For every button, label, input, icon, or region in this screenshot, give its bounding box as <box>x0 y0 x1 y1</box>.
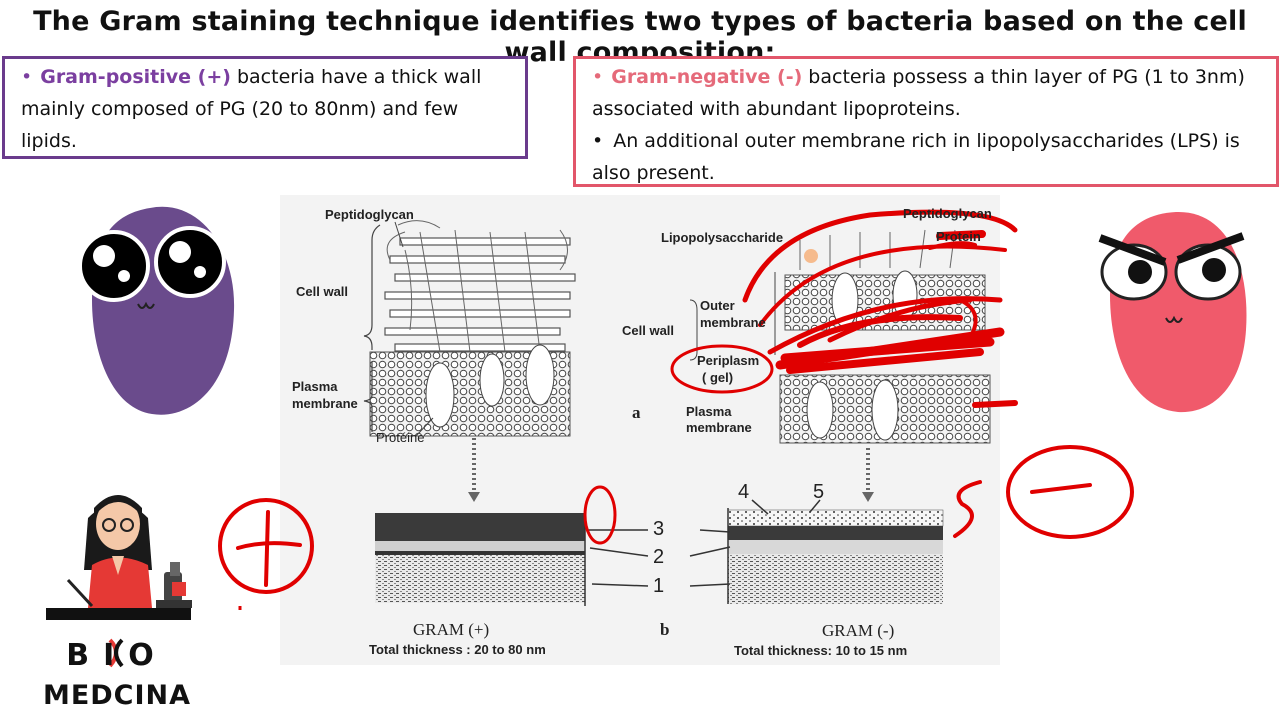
gram-negative-box: • Gram-negative (-) bacteria possess a th… <box>573 56 1279 187</box>
cursor-highlight-icon <box>804 249 818 263</box>
minus-annotation-icon <box>953 445 1134 539</box>
logo-line-1: BIO <box>66 638 168 673</box>
label-number-1: 1 <box>653 575 665 597</box>
gram-negative-wall-drawing <box>689 229 991 444</box>
label-cell-wall-right: Cell wall <box>622 323 675 338</box>
label-number-3: 3 <box>653 518 665 540</box>
red-scribble-annotation <box>670 209 1018 408</box>
scientist-illustration <box>46 495 192 620</box>
gram-negative-paragraph-1: • Gram-negative (-) bacteria possess a th… <box>592 61 1264 125</box>
gram-negative-cross-section <box>727 508 944 604</box>
gram-negative-text: bacteria possess a thin layer of PG (1 t… <box>592 66 1245 120</box>
gram-negative-bacterium-character <box>1098 211 1247 413</box>
bullet-icon: • <box>21 66 33 88</box>
biomedcina-logo: BIO MEDCINA <box>42 636 192 716</box>
bullet-icon: • <box>592 66 604 88</box>
label-cell-wall-left: Cell wall <box>296 284 349 299</box>
label-outer-2: membrane <box>700 315 766 330</box>
gram-positive-wall-drawing <box>363 220 576 437</box>
arrow-head-icon <box>862 492 874 502</box>
gram-negative-term: Gram-negative (-) <box>611 66 803 88</box>
logo-line-2: MEDCINA <box>42 680 192 711</box>
gram-negative-thickness: Total thickness: 10 to 15 nm <box>734 643 908 658</box>
page-title: The Gram staining technique identifies t… <box>33 6 1247 68</box>
gram-negative-paragraph-2: •An additional outer membrane rich in li… <box>592 125 1264 189</box>
label-proteine: Protéine <box>376 430 425 445</box>
gram-positive-text: bacteria have a thick wall mainly compos… <box>21 66 482 152</box>
label-plasma-left-1: Plasma <box>292 379 338 394</box>
gram-positive-caption: GRAM (+) <box>413 620 490 639</box>
gram-positive-bacterium-character <box>78 206 235 415</box>
label-lipopolysaccharide: Lipopolysaccharide <box>661 230 784 245</box>
red-circle-annotation <box>583 485 617 545</box>
label-outer-1: Outer <box>700 298 735 313</box>
gram-negative-bullet2: An additional outer membrane rich in lip… <box>592 130 1240 184</box>
label-protein: Protein <box>936 229 981 244</box>
label-panel-a: a <box>632 403 641 422</box>
label-peptidoglycan-right: Peptidoglycan <box>903 206 992 221</box>
label-plasma-left-2: membrane <box>292 396 358 411</box>
label-number-4: 4 <box>738 481 750 503</box>
label-periplasm-2: ( gel) <box>702 370 734 385</box>
gram-negative-caption: GRAM (-) <box>822 621 895 640</box>
bullet-icon: • <box>592 130 604 152</box>
gram-positive-thickness: Total thickness : 20 to 80 nm <box>369 642 546 657</box>
gram-positive-box: • Gram-positive (+) bacteria have a thick… <box>2 56 528 159</box>
gram-positive-term: Gram-positive (+) <box>40 66 231 88</box>
label-number-5: 5 <box>813 481 825 503</box>
label-peptidoglycan-left: Peptidoglycan <box>325 207 414 222</box>
label-panel-b: b <box>660 620 670 639</box>
label-periplasm-1: Periplasm <box>697 353 760 368</box>
label-plasma-right-2: membrane <box>686 420 752 435</box>
dna-helix-icon <box>108 638 124 668</box>
label-plasma-right-1: Plasma <box>686 404 732 419</box>
plus-annotation-icon <box>218 498 314 594</box>
label-number-2: 2 <box>653 546 665 568</box>
dotted-arrow <box>472 438 870 492</box>
arrow-head-icon <box>468 492 480 502</box>
gram-positive-cross-section <box>375 513 586 606</box>
